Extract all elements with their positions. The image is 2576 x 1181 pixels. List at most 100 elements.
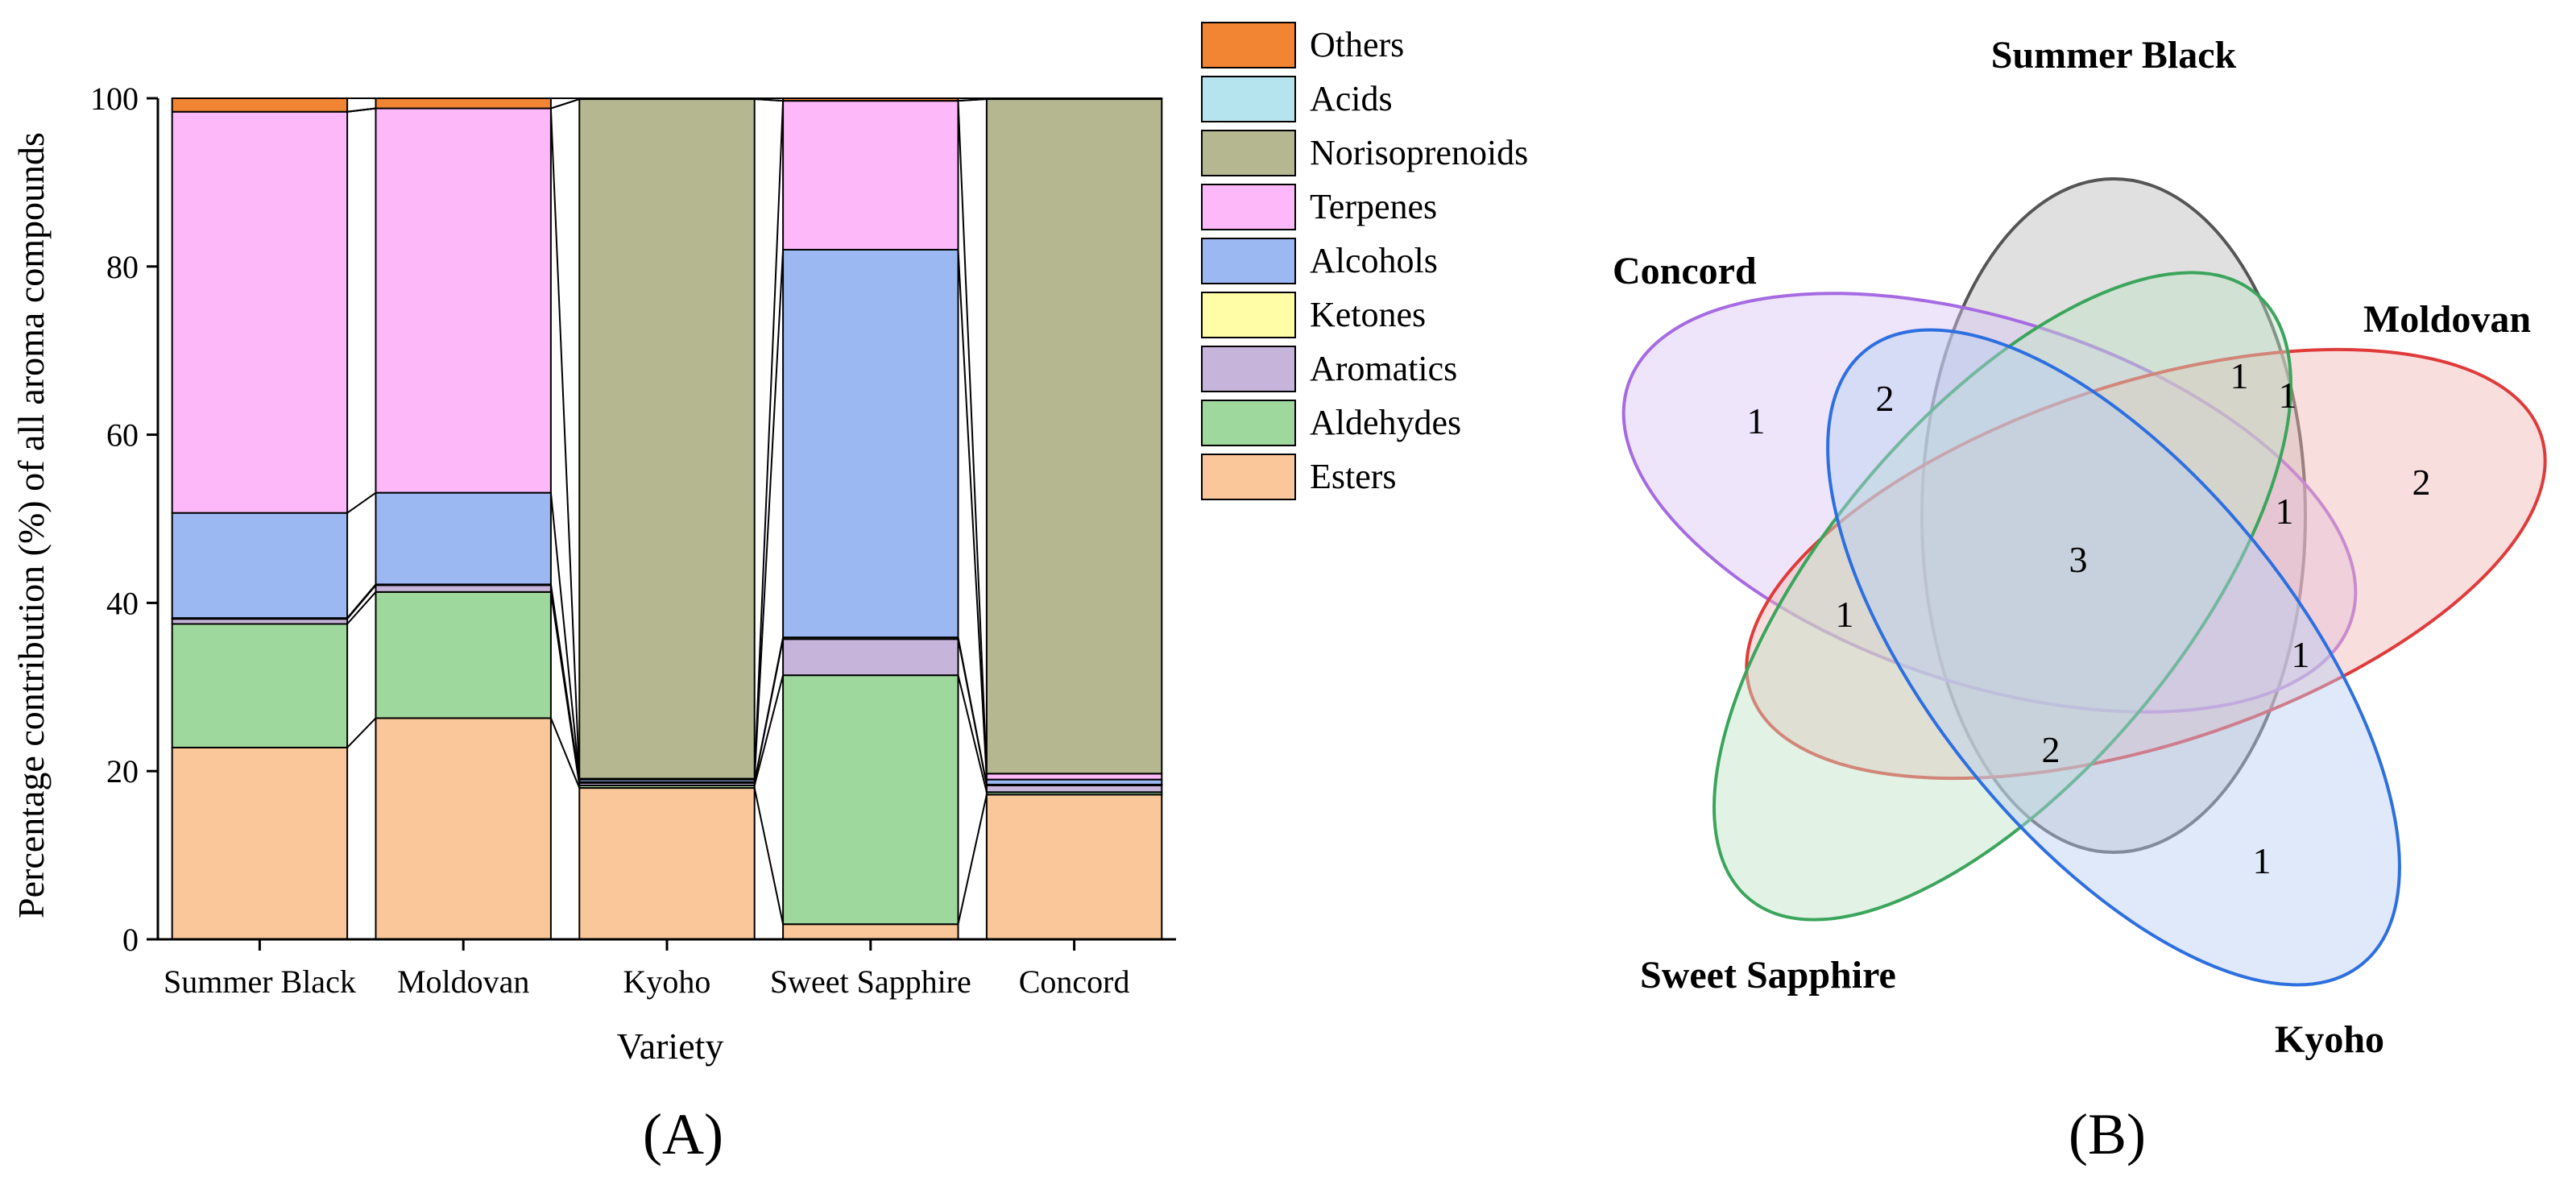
bar-concord-aromatics — [985, 784, 1163, 794]
y-tick-label: 40 — [106, 585, 139, 621]
y-tick-label: 100 — [90, 81, 139, 117]
connector-line — [957, 794, 988, 925]
venn-region-count: 2 — [1876, 378, 1895, 419]
venn-region-count: 1 — [1747, 400, 1766, 441]
legend-swatch-aromatics — [1201, 346, 1296, 392]
legend-swatch-norisoprenoids — [1201, 130, 1296, 176]
connector-line — [549, 584, 581, 782]
y-tick-label: 60 — [106, 417, 139, 454]
legend-label-aldehydes: Aldehydes — [1310, 403, 1461, 442]
connector-line — [957, 249, 988, 780]
venn-region-count: 1 — [2292, 634, 2310, 675]
connector-line — [753, 637, 785, 782]
legend-label-norisoprenoids: Norisoprenoids — [1310, 133, 1528, 172]
y-tick-label: 80 — [106, 249, 139, 285]
venn-region-count: 1 — [2230, 355, 2249, 396]
connector-line — [346, 717, 377, 748]
connector-line — [549, 108, 581, 779]
legend-swatch-acids — [1201, 76, 1296, 122]
bar-summer-black-others — [171, 97, 349, 113]
connector-line — [346, 591, 377, 625]
connector-line — [550, 98, 580, 110]
legend-label-ketones: Ketones — [1310, 295, 1426, 334]
x-tick-label: Kyoho — [623, 963, 711, 1000]
y-tick-label: 0 — [122, 922, 139, 958]
bar-moldovan-aromatics — [375, 584, 552, 593]
legend-label-terpenes: Terpenes — [1310, 187, 1437, 226]
bar-summer-black-alcohols — [171, 512, 349, 620]
bar-summer-black-terpenes — [171, 110, 349, 514]
connector-line — [754, 98, 784, 102]
x-tick-label: Sweet Sapphire — [770, 963, 971, 1000]
x-tick-label: Moldovan — [397, 963, 529, 1000]
bar-concord-norisoprenoids — [985, 98, 1163, 775]
venn-ellipse-summer-black — [1920, 177, 2307, 854]
bar-summer-black-aldehydes — [171, 623, 349, 748]
venn-region-count: 1 — [2276, 491, 2294, 532]
venn-ellipse-sweet-sapphire — [1713, 271, 2292, 922]
venn-region-count: 2 — [2412, 462, 2431, 503]
bar-segments — [171, 97, 1163, 941]
bar-concord-others — [985, 97, 1163, 101]
bar-moldovan-terpenes — [375, 107, 552, 494]
bar-sweet-sapphire-others — [782, 97, 959, 102]
venn-label-concord: Concord — [1613, 250, 1757, 292]
venn-label-sweet-sapphire: Sweet Sapphire — [1640, 954, 1896, 997]
legend-swatch-aldehydes — [1201, 400, 1296, 446]
connector-line — [957, 637, 988, 785]
legend-label-esters: Esters — [1310, 457, 1397, 496]
connector-line — [346, 583, 377, 619]
bar-sweet-sapphire-esters — [782, 923, 959, 941]
x-tick-label: Summer Black — [164, 963, 356, 1000]
venn-label-summer-black: Summer Black — [1991, 34, 2237, 77]
venn-ellipse-moldovan — [1745, 347, 2547, 781]
bar-kyoho-others — [578, 97, 756, 101]
bar-kyoho-esters — [578, 787, 756, 941]
bar-concord-terpenes — [985, 773, 1163, 781]
connector-line — [753, 674, 785, 786]
venn-ellipses — [1621, 177, 2547, 987]
bar-sweet-sapphire-aldehydes — [782, 674, 959, 926]
y-tick-label: 20 — [106, 753, 139, 789]
legend-swatch-ketones — [1201, 292, 1296, 338]
venn-ellipse-concord — [1621, 292, 2358, 714]
bar-summer-black-esters — [171, 746, 349, 941]
bar-sweet-sapphire-aromatics — [782, 638, 959, 677]
panel-label-a: (A) — [643, 1102, 723, 1166]
connector-line — [549, 718, 581, 789]
y-axis-title: Percentage contribution (%) of all aroma… — [10, 132, 52, 918]
legend-label-others: Others — [1310, 25, 1404, 64]
legend-swatch-others — [1201, 22, 1296, 68]
bar-kyoho-norisoprenoids — [578, 98, 756, 780]
connector-line — [549, 492, 581, 780]
legend-swatch-alcohols — [1201, 238, 1296, 284]
bar-moldovan-alcohols — [375, 491, 552, 586]
bar-moldovan-aldehydes — [375, 590, 552, 719]
bar-sweet-sapphire-alcohols — [782, 248, 959, 639]
bar-concord-esters — [985, 794, 1163, 940]
legend-label-acids: Acids — [1310, 79, 1393, 118]
bar-sweet-sapphire-terpenes — [782, 100, 959, 251]
connector-line — [957, 674, 988, 793]
legend-swatch-terpenes — [1201, 184, 1296, 230]
connector-line — [753, 101, 785, 779]
legend-label-alcohols: Alcohols — [1310, 241, 1438, 280]
connector-line — [958, 98, 987, 102]
bar-moldovan-others — [375, 97, 552, 110]
bar-moldovan-esters — [375, 717, 552, 940]
venn-region-count: 1 — [2253, 840, 2272, 881]
x-axis-title: Variety — [617, 1026, 724, 1067]
venn-region-count: 1 — [2279, 375, 2297, 416]
panel-label-b: (B) — [2069, 1102, 2146, 1166]
connector-line — [346, 107, 376, 113]
venn-region-count: 2 — [2042, 729, 2060, 770]
venn-label-kyoho: Kyoho — [2275, 1018, 2384, 1061]
venn-region-count: 3 — [2069, 539, 2088, 580]
connector-line — [346, 491, 377, 514]
chart-legend: OthersAcidsNorisoprenoidsTerpenesAlcohol… — [1201, 22, 1528, 500]
